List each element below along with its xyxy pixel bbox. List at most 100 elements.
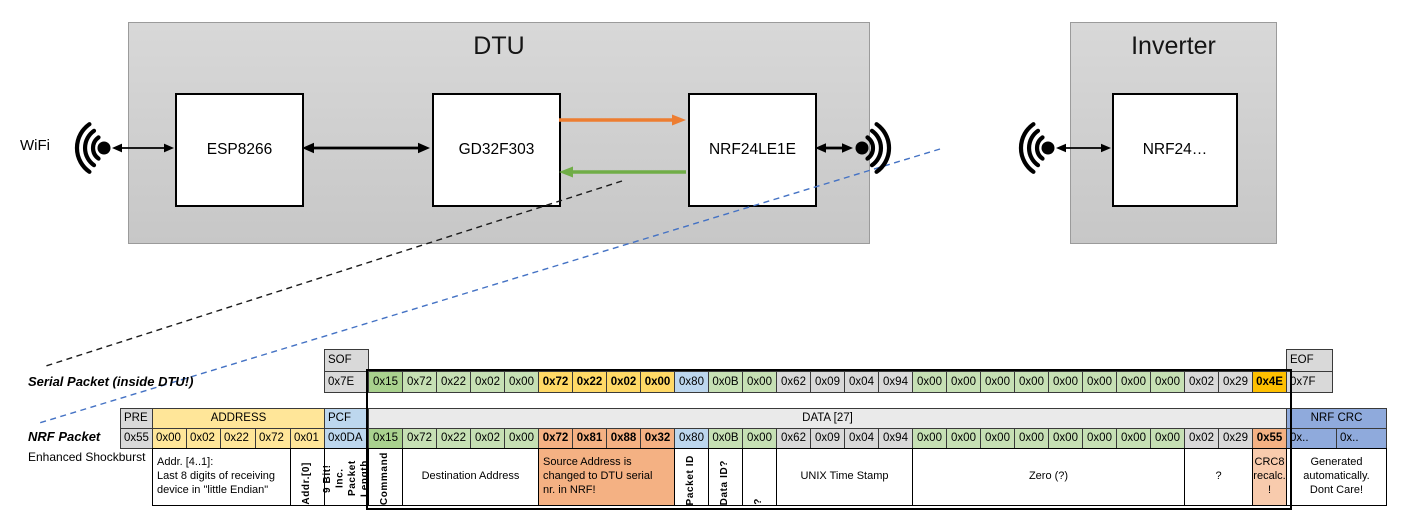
annotation-packet-id: Packet ID	[674, 448, 709, 506]
esp8266-box: ESP8266	[175, 93, 304, 207]
nrf-byte-cell: 0x00	[1150, 428, 1185, 449]
serial-byte-cell: 0x00	[1014, 371, 1049, 393]
nrf-address-byte: 0x00	[152, 428, 187, 449]
nrf-pre-header: PRE	[120, 408, 153, 429]
annotation-addr-4-1: Addr. [4..1]: Last 8 digits of receiving…	[152, 448, 291, 506]
serial-byte-cell: 0x29	[1218, 371, 1253, 393]
nrf-address-byte: 0x01	[290, 428, 325, 449]
nrf-crc-byte: 0x..	[1336, 428, 1387, 449]
serial-byte-cell: 0x00	[1082, 371, 1117, 393]
nrf-byte-cell: 0x02	[1184, 428, 1219, 449]
wifi-signal-icon-left	[74, 122, 111, 174]
nrf-byte-cell: 0x00	[980, 428, 1015, 449]
nrf-byte-cell: 0x94	[878, 428, 913, 449]
serial-byte-cell: 0x09	[810, 371, 845, 393]
nrf-address-byte: 0x22	[220, 428, 256, 449]
serial-byte-cell: 0x00	[980, 371, 1015, 393]
serial-byte-cell: 0x4E	[1252, 371, 1287, 393]
nrf-byte-cell: 0x72	[538, 428, 573, 449]
serial-byte-cell: 0x02	[470, 371, 505, 393]
nrf-address-byte: 0x02	[186, 428, 221, 449]
annotation-data-id: Data ID?	[708, 448, 743, 506]
gd32f303-label: GD32F303	[458, 141, 535, 158]
nrf24le1e-box: NRF24LE1E	[688, 93, 817, 207]
inverter-title: Inverter	[1131, 32, 1216, 60]
serial-byte-cell: 0x22	[436, 371, 471, 393]
enhanced-shockburst-label: Enhanced Shockburst	[28, 450, 146, 464]
nrf-byte-cell: 0x29	[1218, 428, 1253, 449]
esp8266-label: ESP8266	[206, 141, 273, 158]
serial-byte-cell: 0x00	[946, 371, 981, 393]
nrf-byte-cell: 0x09	[810, 428, 845, 449]
nrf-data-header: DATA [27]	[368, 408, 1287, 429]
serial-byte-cell: 0x00	[1048, 371, 1083, 393]
annotation-zero: Zero (?)	[912, 448, 1185, 506]
serial-byte-cell: 0x15	[368, 371, 403, 393]
nrf-byte-cell: 0x00	[742, 428, 777, 449]
serial-byte-cell: 0x00	[742, 371, 777, 393]
serial-eof-byte: 0x7F	[1286, 371, 1333, 393]
serial-sof-header: SOF	[324, 349, 369, 372]
serial-byte-cell: 0x04	[844, 371, 879, 393]
annotation-unknown-1: ?	[742, 448, 777, 506]
nrf-byte-cell: 0x80	[674, 428, 709, 449]
annotation-addr-0: Addr.[0]	[290, 448, 325, 506]
dtu-title: DTU	[473, 32, 525, 60]
annotation-destination-address: Destination Address	[402, 448, 539, 506]
nrf-byte-cell: 0x00	[1082, 428, 1117, 449]
serial-byte-cell: 0x00	[1116, 371, 1151, 393]
nrf-address-header: ADDRESS	[152, 408, 325, 429]
nrf-crc-header: NRF CRC	[1286, 408, 1387, 429]
annotation-pcf-length: 9 Bit! Inc. Packet Length	[322, 448, 370, 506]
nrf-byte-cell: 0x22	[436, 428, 471, 449]
annotation-source-address: Source Address is changed to DTU serial …	[538, 448, 675, 506]
nrf-byte-cell: 0x81	[572, 428, 607, 449]
serial-byte-cell: 0x62	[776, 371, 811, 393]
serial-byte-cell: 0x22	[572, 371, 607, 393]
annotation-nrf-crc-generated: Generated automatically. Dont Care!	[1286, 448, 1387, 506]
nrf-byte-cell: 0x00	[504, 428, 539, 449]
serial-byte-cell: 0x00	[912, 371, 947, 393]
nrf-byte-cell: 0x15	[368, 428, 403, 449]
serial-byte-cell: 0x94	[878, 371, 913, 393]
nrf-byte-cell: 0x02	[470, 428, 505, 449]
serial-byte-cell: 0x02	[1184, 371, 1219, 393]
annotation-unix-time-stamp: UNIX Time Stamp	[776, 448, 913, 506]
serial-byte-cell: 0x00	[504, 371, 539, 393]
nrf-byte-cell: 0x0B	[708, 428, 743, 449]
nrf-pcf-header: PCF	[324, 408, 369, 429]
serial-byte-cell: 0x80	[674, 371, 709, 393]
inverter-nrf24-label: NRF24…	[1142, 141, 1208, 158]
nrf-byte-cell: 0x32	[640, 428, 675, 449]
nrf24le1e-label: NRF24LE1E	[708, 141, 796, 158]
nrf-byte-cell: 0x00	[912, 428, 947, 449]
serial-byte-cell: 0x00	[1150, 371, 1185, 393]
annotation-unknown-2: ?	[1184, 448, 1253, 506]
serial-sof-byte: 0x7E	[324, 371, 369, 393]
nrf-byte-cell: 0x00	[1014, 428, 1049, 449]
nrf-byte-cell: 0x88	[606, 428, 641, 449]
nrf-pre-byte: 0x55	[120, 428, 153, 449]
wifi-label: WiFi	[20, 137, 50, 154]
nrf-address-byte: 0x72	[255, 428, 291, 449]
serial-eof-header: EOF	[1286, 349, 1333, 372]
nrf-byte-cell: 0x72	[402, 428, 437, 449]
annotation-crc8-recalc: CRC8 recalc. !	[1252, 448, 1287, 506]
nrf-packet-label: NRF Packet	[28, 429, 101, 444]
gd32f303-box: GD32F303	[432, 93, 561, 207]
serial-byte-cell: 0x0B	[708, 371, 743, 393]
serial-byte-cell: 0x02	[606, 371, 641, 393]
nrf-byte-cell: 0x55	[1252, 428, 1287, 449]
nrf-byte-cell: 0x00	[1116, 428, 1151, 449]
wifi-signal-icon-inverter	[1018, 122, 1055, 174]
inverter-nrf24-box: NRF24…	[1112, 93, 1238, 207]
serial-packet-label: Serial Packet (inside DTU!)	[28, 374, 194, 389]
annotation-command: Command	[368, 448, 403, 506]
serial-byte-cell: 0x00	[640, 371, 675, 393]
nrf-byte-cell: 0x04	[844, 428, 879, 449]
nrf-byte-cell: 0x00	[946, 428, 981, 449]
nrf-byte-cell: 0x00	[1048, 428, 1083, 449]
nrf-byte-cell: 0x62	[776, 428, 811, 449]
serial-byte-cell: 0x72	[402, 371, 437, 393]
